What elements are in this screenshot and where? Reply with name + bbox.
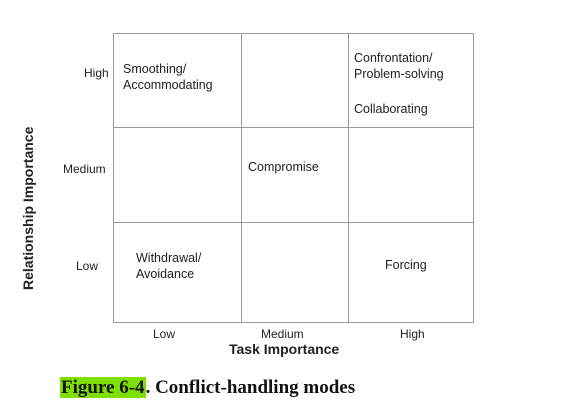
cell-collaborating: Collaborating [354, 102, 428, 116]
y-level-high: High [84, 66, 109, 80]
cell-smoothing-accommodating: Smoothing/ Accommodating [123, 62, 213, 92]
caption-text: . Conflict-handling modes [145, 377, 356, 398]
cell-withdrawal-avoidance: Withdrawal/ Avoidance [136, 251, 202, 281]
grid-vline-1 [241, 34, 242, 322]
x-level-high: High [400, 327, 425, 341]
x-level-low: Low [153, 327, 176, 341]
figure-caption: Figure 6-4. Conflict-handling modes [60, 377, 355, 399]
conflict-mode-grid [113, 33, 474, 323]
cell-forcing: Forcing [385, 258, 427, 272]
grid-vline-2 [348, 34, 349, 322]
y-level-medium: Medium [63, 162, 106, 176]
grid-hline-1 [114, 127, 473, 128]
y-level-low: Low [76, 259, 99, 273]
x-level-medium: Medium [261, 327, 304, 341]
cell-confrontation-problem-solving: Confrontation/ Problem-solving [354, 51, 444, 81]
y-axis-title: Relationship Importance [20, 126, 36, 290]
cell-compromise: Compromise [248, 160, 319, 174]
figure-number-highlight: Figure 6-4 [60, 377, 146, 398]
x-axis-title: Task Importance [229, 341, 340, 357]
grid-hline-2 [114, 222, 473, 223]
